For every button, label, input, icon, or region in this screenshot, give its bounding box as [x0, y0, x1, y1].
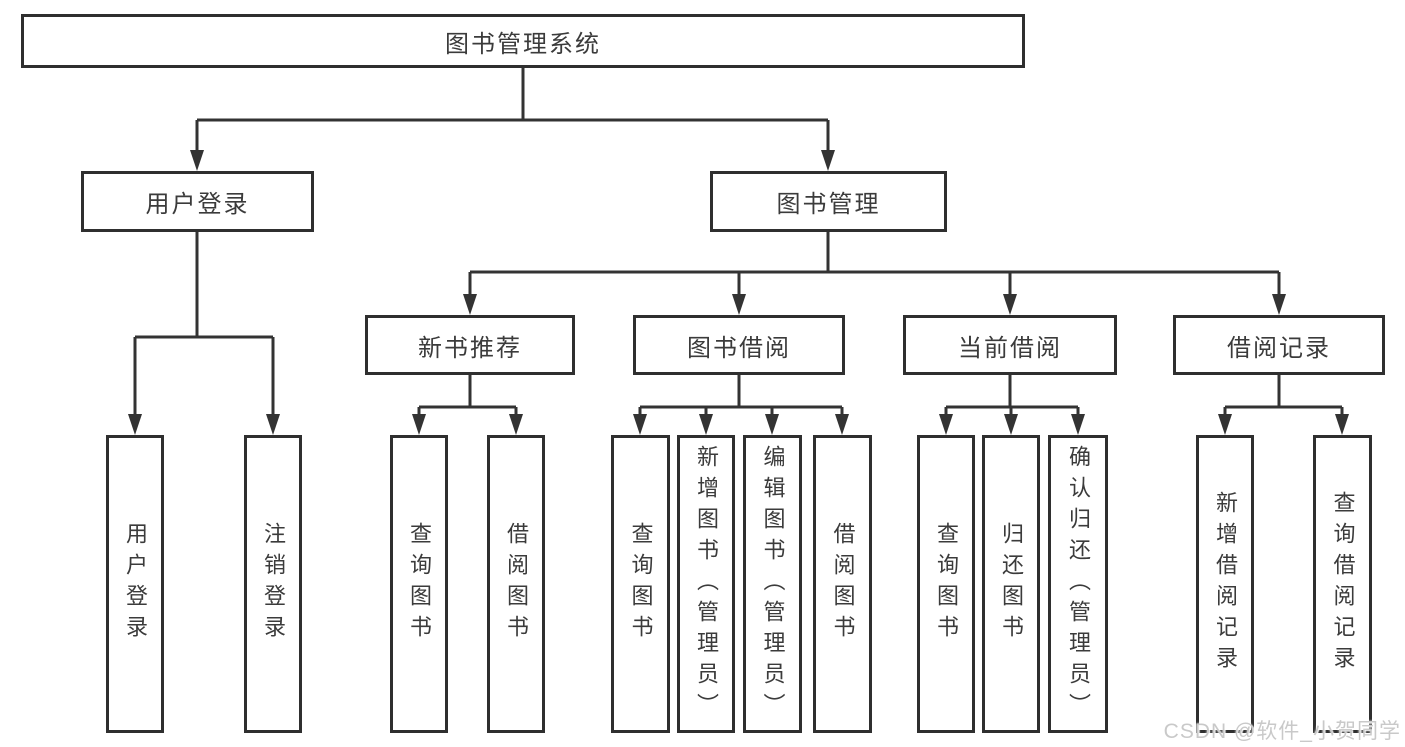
leaf-user-login: 用户登录: [106, 435, 164, 733]
leaf-borrow-books-2-label: 借阅图书: [830, 522, 856, 646]
watermark: CSDN @软件_小贺同学: [1163, 720, 1401, 743]
leaf-borrow-books-1-label: 借阅图书: [504, 522, 529, 646]
leaf-return-book-label: 归还图书: [999, 522, 1024, 646]
leaf-query-books-3-label: 查询图书: [934, 522, 959, 646]
leaf-query-books-1-label: 查询图书: [407, 522, 432, 646]
leaf-borrow-books-2: 借阅图书: [813, 435, 872, 733]
leaf-add-book-admin-label: 新增图书（管理员）: [694, 444, 719, 724]
node-user-login: 用户登录: [81, 171, 314, 232]
leaf-query-books-2-label: 查询图书: [628, 522, 654, 646]
leaf-add-borrow-record-label: 新增借阅记录: [1213, 491, 1238, 677]
node-current-borrow-label: 当前借阅: [958, 334, 1062, 362]
leaf-query-books-3: 查询图书: [917, 435, 975, 733]
leaf-user-login-label: 用户登录: [123, 522, 148, 646]
leaf-confirm-return-admin-label: 确认归还（管理员）: [1066, 444, 1091, 724]
connector-book-borrow-split: [638, 375, 844, 417]
node-borrow-records-label: 借阅记录: [1227, 334, 1331, 362]
leaf-add-book-admin: 新增图书（管理员）: [677, 435, 735, 733]
connector-root-to-level2: [195, 68, 830, 153]
leaf-query-borrow-record-label: 查询借阅记录: [1330, 491, 1356, 677]
node-book-borrow-label: 图书借阅: [687, 334, 791, 362]
node-book-mgmt: 图书管理: [710, 171, 947, 232]
node-new-book-recommend-label: 新书推荐: [418, 334, 522, 362]
connector-user-login-split: [133, 232, 275, 417]
leaf-logout: 注销登录: [244, 435, 302, 733]
leaf-logout-label: 注销登录: [261, 522, 286, 646]
connector-current-borrow-split: [944, 375, 1080, 417]
node-user-login-label: 用户登录: [145, 191, 250, 218]
node-root-label: 图书管理系统: [445, 30, 601, 58]
leaf-query-borrow-record: 查询借阅记录: [1313, 435, 1372, 733]
leaf-query-books-2: 查询图书: [611, 435, 670, 733]
connector-borrow-record-split: [1223, 375, 1344, 417]
leaf-borrow-books-1: 借阅图书: [487, 435, 545, 733]
connector-new-book-split: [417, 375, 518, 417]
leaf-query-books-1: 查询图书: [390, 435, 448, 733]
node-borrow-records: 借阅记录: [1173, 315, 1385, 375]
leaf-return-book: 归还图书: [982, 435, 1040, 733]
node-current-borrow: 当前借阅: [903, 315, 1117, 375]
leaf-add-borrow-record: 新增借阅记录: [1196, 435, 1254, 733]
node-book-mgmt-label: 图书管理: [776, 191, 881, 218]
node-root: 图书管理系统: [21, 14, 1025, 68]
node-new-book-recommend: 新书推荐: [365, 315, 575, 375]
leaf-edit-book-admin: 编辑图书（管理员）: [743, 435, 802, 733]
leaf-edit-book-admin-label: 编辑图书（管理员）: [760, 444, 786, 724]
connector-book-mgmt-split: [468, 232, 1281, 297]
leaf-confirm-return-admin: 确认归还（管理员）: [1048, 435, 1108, 733]
node-book-borrow: 图书借阅: [633, 315, 845, 375]
